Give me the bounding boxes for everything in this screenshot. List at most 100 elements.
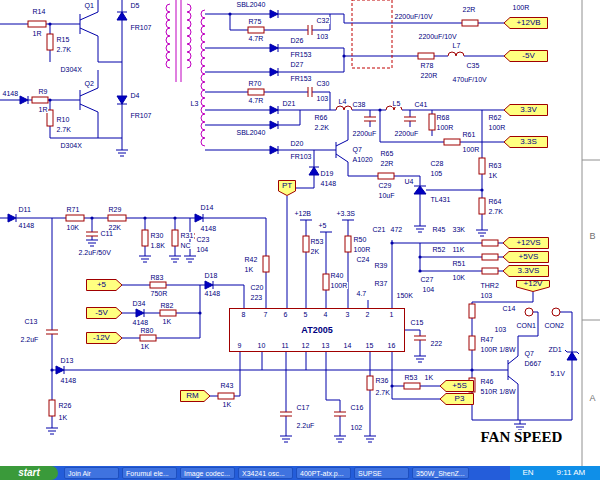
part-label: 10K — [66, 224, 79, 231]
part-label: FR153 — [290, 51, 312, 58]
components — [28, 0, 560, 416]
schematic-path — [201, 10, 205, 146]
part-label: 2.7K — [56, 126, 71, 133]
zone-letter: A — [589, 394, 596, 403]
part-label: 4148 — [204, 290, 221, 297]
schematic-rect — [479, 198, 485, 214]
schematic-polygon — [117, 96, 127, 104]
flag-outline — [504, 105, 548, 116]
part-label: 1K — [424, 374, 434, 381]
flag-outline — [517, 281, 550, 292]
part-label: 2.2K — [314, 124, 329, 131]
part-label: R75 — [248, 18, 262, 25]
schematic-rect — [49, 400, 55, 416]
schematic-circle — [525, 308, 533, 316]
part-label: R70 — [248, 80, 262, 87]
part-label: R15 — [56, 36, 70, 43]
part-label: 1K — [162, 318, 172, 325]
part-label: 222 — [430, 340, 443, 347]
part-label: 2200uF — [394, 130, 419, 137]
part-label: 15 — [365, 342, 374, 349]
part-label: 100R — [512, 4, 530, 11]
flag-outline — [181, 391, 211, 402]
schematic-path — [0, 70, 122, 138]
part-label: ZD1 — [548, 346, 562, 353]
tray-text: EN — [522, 469, 534, 477]
part-label: L3 — [190, 100, 199, 107]
part-label: C30 — [316, 80, 330, 87]
schematic-path — [278, 121, 279, 129]
part-label: D26 — [290, 37, 304, 44]
flag-outline — [503, 252, 549, 263]
taskbar-button: Image codec... — [180, 467, 235, 479]
net-flag: -5V — [504, 50, 548, 62]
part-label: C15 — [410, 319, 424, 326]
node-text: +5S — [452, 382, 466, 390]
zone-letter: B — [589, 232, 596, 241]
part-label: 10uF — [378, 192, 395, 199]
part-label: CON1 — [516, 322, 536, 329]
schematic-path — [278, 146, 279, 154]
schematic-polygon — [195, 214, 203, 222]
schematic-rect — [218, 393, 234, 399]
schematic-path — [52, 218, 508, 428]
part-label: L7 — [452, 42, 461, 49]
part-label: R51 — [452, 260, 466, 267]
part-label: 100R — [353, 246, 371, 253]
part-label: 100R — [488, 124, 506, 131]
part-label: C27 — [420, 276, 434, 283]
part-label: R53 — [310, 238, 324, 245]
schematic-path — [213, 281, 214, 289]
schematic-circle — [418, 269, 421, 272]
part-label: 11K — [452, 246, 465, 253]
part-label: 510R 1/8W — [480, 388, 516, 395]
flag-outline — [87, 333, 123, 344]
part-label: 100R — [436, 124, 454, 131]
part-label: C24 — [356, 256, 370, 263]
schematic-path — [144, 309, 145, 317]
schematic-path — [278, 68, 279, 76]
schematic-rect — [28, 21, 46, 27]
schematic-polygon — [309, 167, 319, 175]
schematic-path — [203, 214, 204, 222]
taskbar-button: 350W_ShenZ... — [412, 467, 469, 479]
schematic-circle — [90, 216, 93, 219]
taskbar-button: Forumul ele... — [122, 467, 177, 479]
schematic-path — [472, 292, 572, 424]
schematic-path — [117, 104, 127, 105]
schematic-circle — [552, 308, 560, 316]
part-label: C13 — [24, 318, 38, 325]
part-label: TL431 — [430, 196, 451, 203]
part-label: 6 — [283, 311, 288, 318]
part-label: 2K — [310, 248, 320, 255]
schematic-rect — [482, 268, 498, 274]
flag-outline — [504, 51, 548, 62]
part-label: D34 — [132, 300, 146, 307]
part-label: R47 — [480, 336, 494, 343]
taskbar-button: Join Air — [64, 467, 119, 479]
node-text: 3.3VS — [518, 267, 540, 275]
node-text: +5 — [97, 281, 106, 289]
part-label: D19 — [320, 170, 334, 177]
part-label: A1020 — [352, 156, 373, 163]
part-label: 102 — [350, 424, 363, 431]
schematic-polygon — [270, 10, 278, 18]
schematic-path — [28, 96, 29, 104]
part-label: D304X — [60, 66, 82, 73]
schematic-rect — [150, 282, 166, 288]
part-label: 11 — [281, 342, 289, 349]
part-label: R42 — [244, 256, 258, 263]
node-text: -5V — [522, 52, 534, 60]
schematic-circle — [228, 12, 231, 15]
part-label: R82 — [160, 302, 174, 309]
schematic-path — [187, 4, 191, 68]
schematic-rect — [172, 230, 178, 246]
part-label: 12 — [301, 342, 310, 349]
part-label: R36 — [375, 377, 389, 384]
part-label: R63 — [488, 162, 502, 169]
part-label: 1K — [140, 343, 150, 350]
part-label: 1.8K — [150, 242, 165, 249]
part-label: 1K — [222, 401, 232, 408]
net-flag: RM — [180, 390, 210, 402]
node-text: AT2005 — [301, 326, 332, 335]
